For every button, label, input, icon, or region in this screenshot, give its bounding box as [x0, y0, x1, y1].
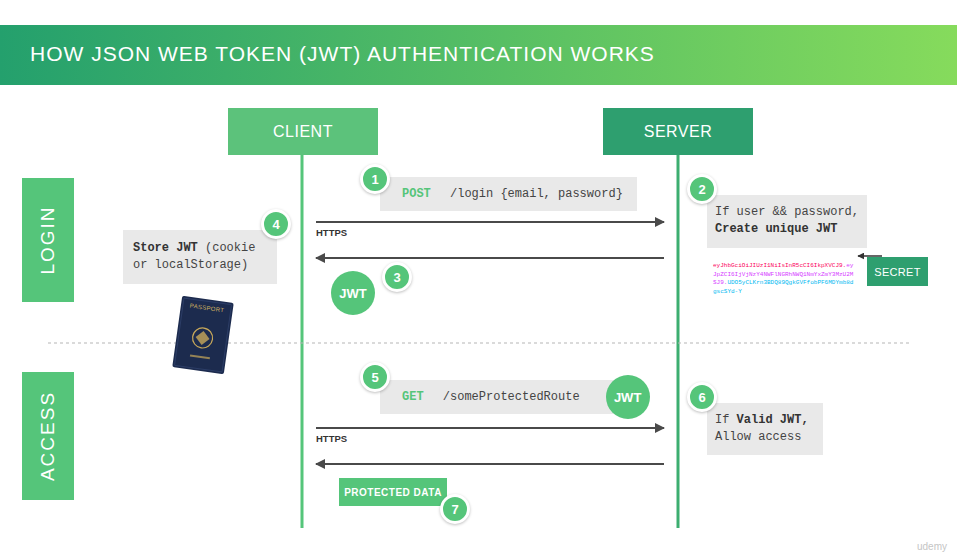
- token-circle-text: JWT: [614, 390, 641, 405]
- passport-seal: [191, 327, 214, 350]
- request-box: POST/login {email, password}: [380, 177, 637, 211]
- phase-band: LOGIN: [22, 178, 74, 302]
- passport-line: [190, 354, 210, 359]
- server-step-box: If Valid JWT, Allow access: [707, 403, 823, 455]
- server-step-box: If user && password,Create unique JWT: [707, 195, 867, 248]
- column-header: SERVER: [603, 108, 753, 155]
- callout-number-text: 3: [393, 270, 400, 285]
- column-header-text: CLIENT: [273, 123, 333, 141]
- server-step-box-text: If user && password,: [715, 204, 859, 221]
- request-arrow: [316, 427, 664, 429]
- request-box-text: POST: [402, 186, 431, 203]
- callout-number: 6: [687, 382, 717, 412]
- response-box-text: PROTECTED DATA: [344, 487, 442, 498]
- request-box-text: /login {email, password}: [450, 186, 623, 203]
- callout-number: 1: [360, 164, 390, 194]
- request-arrow: [316, 221, 664, 223]
- passport-edge: [175, 298, 232, 372]
- request-box: GET/someProtectedRoute: [380, 380, 614, 414]
- callout-number-text: 2: [698, 182, 705, 197]
- response-arrow: [316, 463, 664, 465]
- token-circle-text: JWT: [339, 286, 366, 301]
- server-step-box-text: If: [715, 413, 729, 427]
- token-circle: JWT: [606, 375, 650, 419]
- response-box: PROTECTED DATA: [339, 478, 447, 506]
- client-step-box: Store JWT(cookie or localStorage): [123, 230, 277, 284]
- passport-illustration: [172, 296, 234, 375]
- phase-band-text: ACCESS: [37, 391, 59, 481]
- title-bar: [0, 25, 957, 85]
- client-lifeline: [301, 155, 304, 528]
- callout-number: 3: [382, 262, 412, 292]
- column-header-text: SERVER: [644, 123, 713, 141]
- request-box-text: GET: [402, 389, 424, 406]
- token-signature: UDO5yCLKrn3BDQ89QgkGVFfobPF6MDYmb8dgscSY…: [713, 279, 853, 295]
- column-header: CLIENT: [228, 108, 378, 155]
- server-step-box-text: Allow access: [715, 429, 809, 446]
- token-header: eyJhbGciOiJIUzI1NiIsInR5cCI6IkpXVCJ9.: [713, 262, 846, 269]
- phase-band: ACCESS: [22, 372, 74, 500]
- callout-number: 2: [687, 174, 717, 204]
- callout-number-text: 1: [371, 172, 378, 187]
- server-lifeline: [677, 155, 680, 528]
- slide-title: HOW JSON WEB TOKEN (JWT) AUTHENTICATION …: [30, 42, 655, 66]
- callout-number-text: 6: [698, 390, 705, 405]
- secret-box-text: SECRET: [874, 266, 920, 278]
- protocol-label: HTTPS: [316, 433, 347, 444]
- protocol-label: HTTPS: [316, 227, 347, 238]
- callout-number-text: 4: [272, 217, 279, 232]
- callout-number: 5: [360, 362, 390, 392]
- request-box-text: /someProtectedRoute: [443, 389, 580, 406]
- server-step-box-text: Valid JWT,: [737, 413, 809, 427]
- watermark: udemy: [917, 541, 947, 552]
- server-step-box-text: Create unique JWT: [715, 221, 859, 238]
- client-step-box-text: Store JWT: [133, 241, 198, 255]
- token-circle: JWT: [331, 271, 375, 315]
- response-arrow: [316, 257, 664, 259]
- passport-cover: [172, 296, 234, 375]
- phase-band-text: LOGIN: [37, 205, 59, 274]
- callout-number: 4: [261, 209, 291, 239]
- jwt-token: eyJhbGciOiJIUzI1NiIsInR5cCI6IkpXVCJ9.eyJ…: [713, 262, 855, 296]
- callout-number-text: 7: [451, 502, 458, 517]
- passport-emblem: [195, 330, 211, 346]
- secret-box: SECRET: [867, 257, 928, 286]
- callout-number-text: 5: [371, 370, 378, 385]
- callout-number: 7: [440, 494, 470, 524]
